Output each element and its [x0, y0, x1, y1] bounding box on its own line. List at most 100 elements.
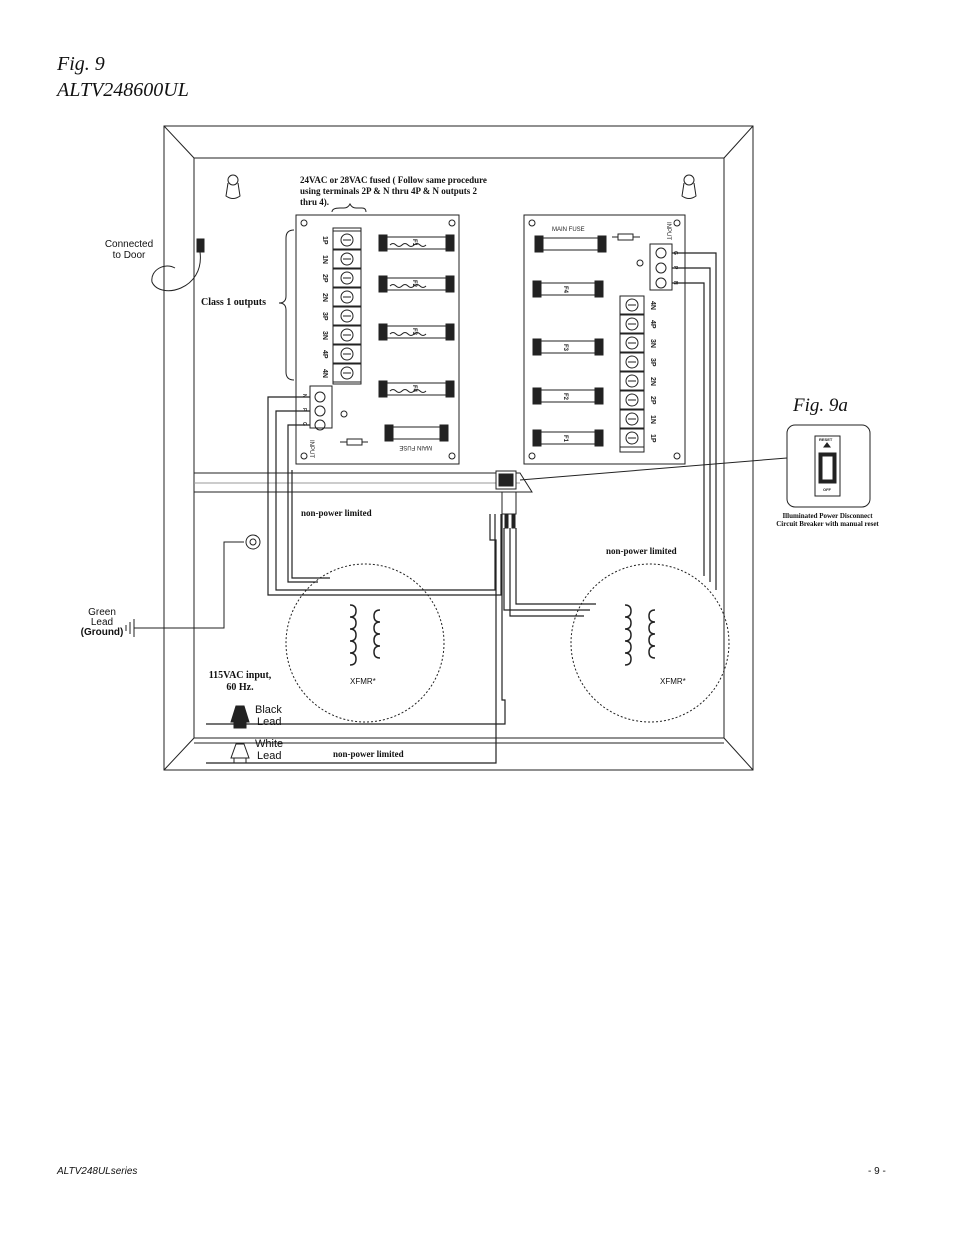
left-terminal-label: 1P: [321, 236, 328, 245]
fig9a-caption: Illuminated Power Disconnect Circuit Bre…: [760, 512, 895, 528]
left-terminal-screw: [332, 344, 362, 364]
ground-stud: [125, 534, 261, 637]
npl-left-label: non-power limited: [301, 508, 372, 518]
right-terminal-label: 4N: [649, 301, 656, 310]
right-terminal-label: 2N: [649, 377, 656, 386]
white-lead-line2: Lead: [257, 750, 282, 762]
left-fuse-label: F4: [411, 385, 417, 393]
enclosure-outline: [163, 125, 754, 771]
white-lead-label: White Lead: [255, 738, 283, 762]
right-resistor: [612, 233, 640, 241]
right-terminal-screw: [619, 333, 645, 353]
right-fuse: [532, 429, 604, 447]
input-voltage-label: 115VAC input, 60 Hz.: [205, 670, 275, 694]
right-terminal-label: 4P: [649, 320, 656, 329]
right-terminal-screw: [619, 352, 645, 372]
footer-page: - 9 -: [868, 1166, 886, 1177]
left-fuse: [378, 234, 455, 252]
figure-number: Fig. 9: [57, 53, 105, 75]
left-terminal-screw: [332, 363, 362, 383]
fig9a-breaker-detail: [786, 424, 871, 508]
green-lead-line1: Green: [88, 607, 116, 618]
left-fuse-label: F1: [411, 239, 417, 247]
right-fuse-label: F4: [562, 286, 568, 294]
xfmr-left-label: XFMR*: [350, 677, 376, 686]
left-fuse-label: F3: [411, 328, 417, 336]
right-terminal-label: 2P: [649, 396, 656, 405]
left-input-term-label: N: [301, 394, 307, 398]
figure-model: ALTV248600UL: [57, 79, 189, 101]
door-wire: [151, 238, 205, 292]
right-terminal-screw: [619, 409, 645, 429]
left-terminal-label: 3P: [321, 312, 328, 321]
transformer-right: [570, 563, 730, 723]
fig9a-caption-line2: Circuit Breaker with manual reset: [776, 520, 879, 528]
right-input-term-label: P: [672, 266, 678, 270]
mounting-bracket: [193, 472, 533, 493]
left-terminal-label: 3N: [321, 331, 328, 340]
transformer-left: [285, 563, 445, 723]
left-terminal-label: 2N: [321, 293, 328, 302]
black-lead-line2: Lead: [257, 716, 282, 728]
left-fuse: [378, 323, 455, 341]
left-fuse-board: [295, 214, 460, 465]
left-terminal-screw: [332, 287, 362, 307]
right-input-term-label: N: [672, 281, 678, 285]
footer-series: ALTV248ULseries: [57, 1166, 138, 1177]
right-terminal-screw: [619, 295, 645, 315]
fig9a-title: Fig. 9a: [793, 395, 848, 416]
right-terminal-label: 3N: [649, 339, 656, 348]
left-fuse-label: F2: [411, 280, 417, 288]
left-terminal-screw: [332, 325, 362, 345]
black-lead-plug: [230, 705, 250, 729]
class1-outputs-label: Class 1 outputs: [201, 297, 267, 308]
right-fuse-label: F1: [562, 435, 568, 443]
left-terminal-screw: [332, 249, 362, 269]
left-input-terminals: [309, 385, 333, 431]
right-terminal-label: 3P: [649, 358, 656, 367]
white-lead-line1: White: [255, 738, 284, 750]
black-lead-line1: Black: [255, 704, 282, 716]
left-terminal-strip: [332, 227, 362, 385]
keyhole-right: [681, 174, 697, 199]
right-terminal-strip: [619, 295, 645, 453]
left-main-fuse: [384, 424, 449, 442]
right-terminal-label: 1N: [649, 415, 656, 424]
green-lead-line2: Lead: [90, 617, 114, 628]
right-main-fuse: [534, 235, 607, 253]
fig9a-reset-label: RESET: [819, 437, 833, 442]
class1-brace: [278, 229, 295, 381]
green-lead-label: Green Lead (Ground): [78, 608, 126, 638]
npl-right-label: non-power limited: [606, 546, 677, 556]
left-resistor: [340, 438, 368, 446]
left-terminal-screw: [332, 306, 362, 326]
fig9a-off-label: OFF: [823, 487, 832, 492]
left-fuse: [378, 275, 455, 293]
left-terminal-label: 4P: [321, 350, 328, 359]
npl-bottom-label: non-power limited: [333, 749, 404, 759]
xfmr-right-label: XFMR*: [660, 677, 686, 686]
right-terminal-screw: [619, 390, 645, 410]
right-fuse-label: F2: [562, 393, 568, 401]
fig9a-caption-line1: Illuminated Power Disconnect: [782, 512, 873, 520]
wiring: [194, 252, 724, 764]
right-terminal-label: 1P: [649, 434, 656, 443]
input-voltage-line1: 115VAC input,: [208, 670, 272, 681]
right-terminal-screw: [619, 371, 645, 391]
green-lead-line3: (Ground): [80, 627, 124, 638]
right-terminal-screw: [619, 428, 645, 448]
right-input-terminals: [649, 243, 673, 291]
right-fuse-board: [523, 214, 686, 465]
black-lead-label: Black Lead: [255, 704, 282, 728]
input-voltage-line2: 60 Hz.: [226, 682, 254, 693]
left-terminal-label: 1N: [321, 255, 328, 264]
left-input-label: INPUT: [308, 440, 314, 458]
right-fuse: [532, 387, 604, 405]
right-terminal-screw: [619, 314, 645, 334]
left-input-term-label: G: [301, 422, 307, 426]
white-lead-plug: [230, 743, 250, 764]
left-terminal-label: 2P: [321, 274, 328, 283]
left-fuse: [378, 380, 455, 398]
left-main-fuse-label: MAIN FUSE: [399, 444, 432, 450]
